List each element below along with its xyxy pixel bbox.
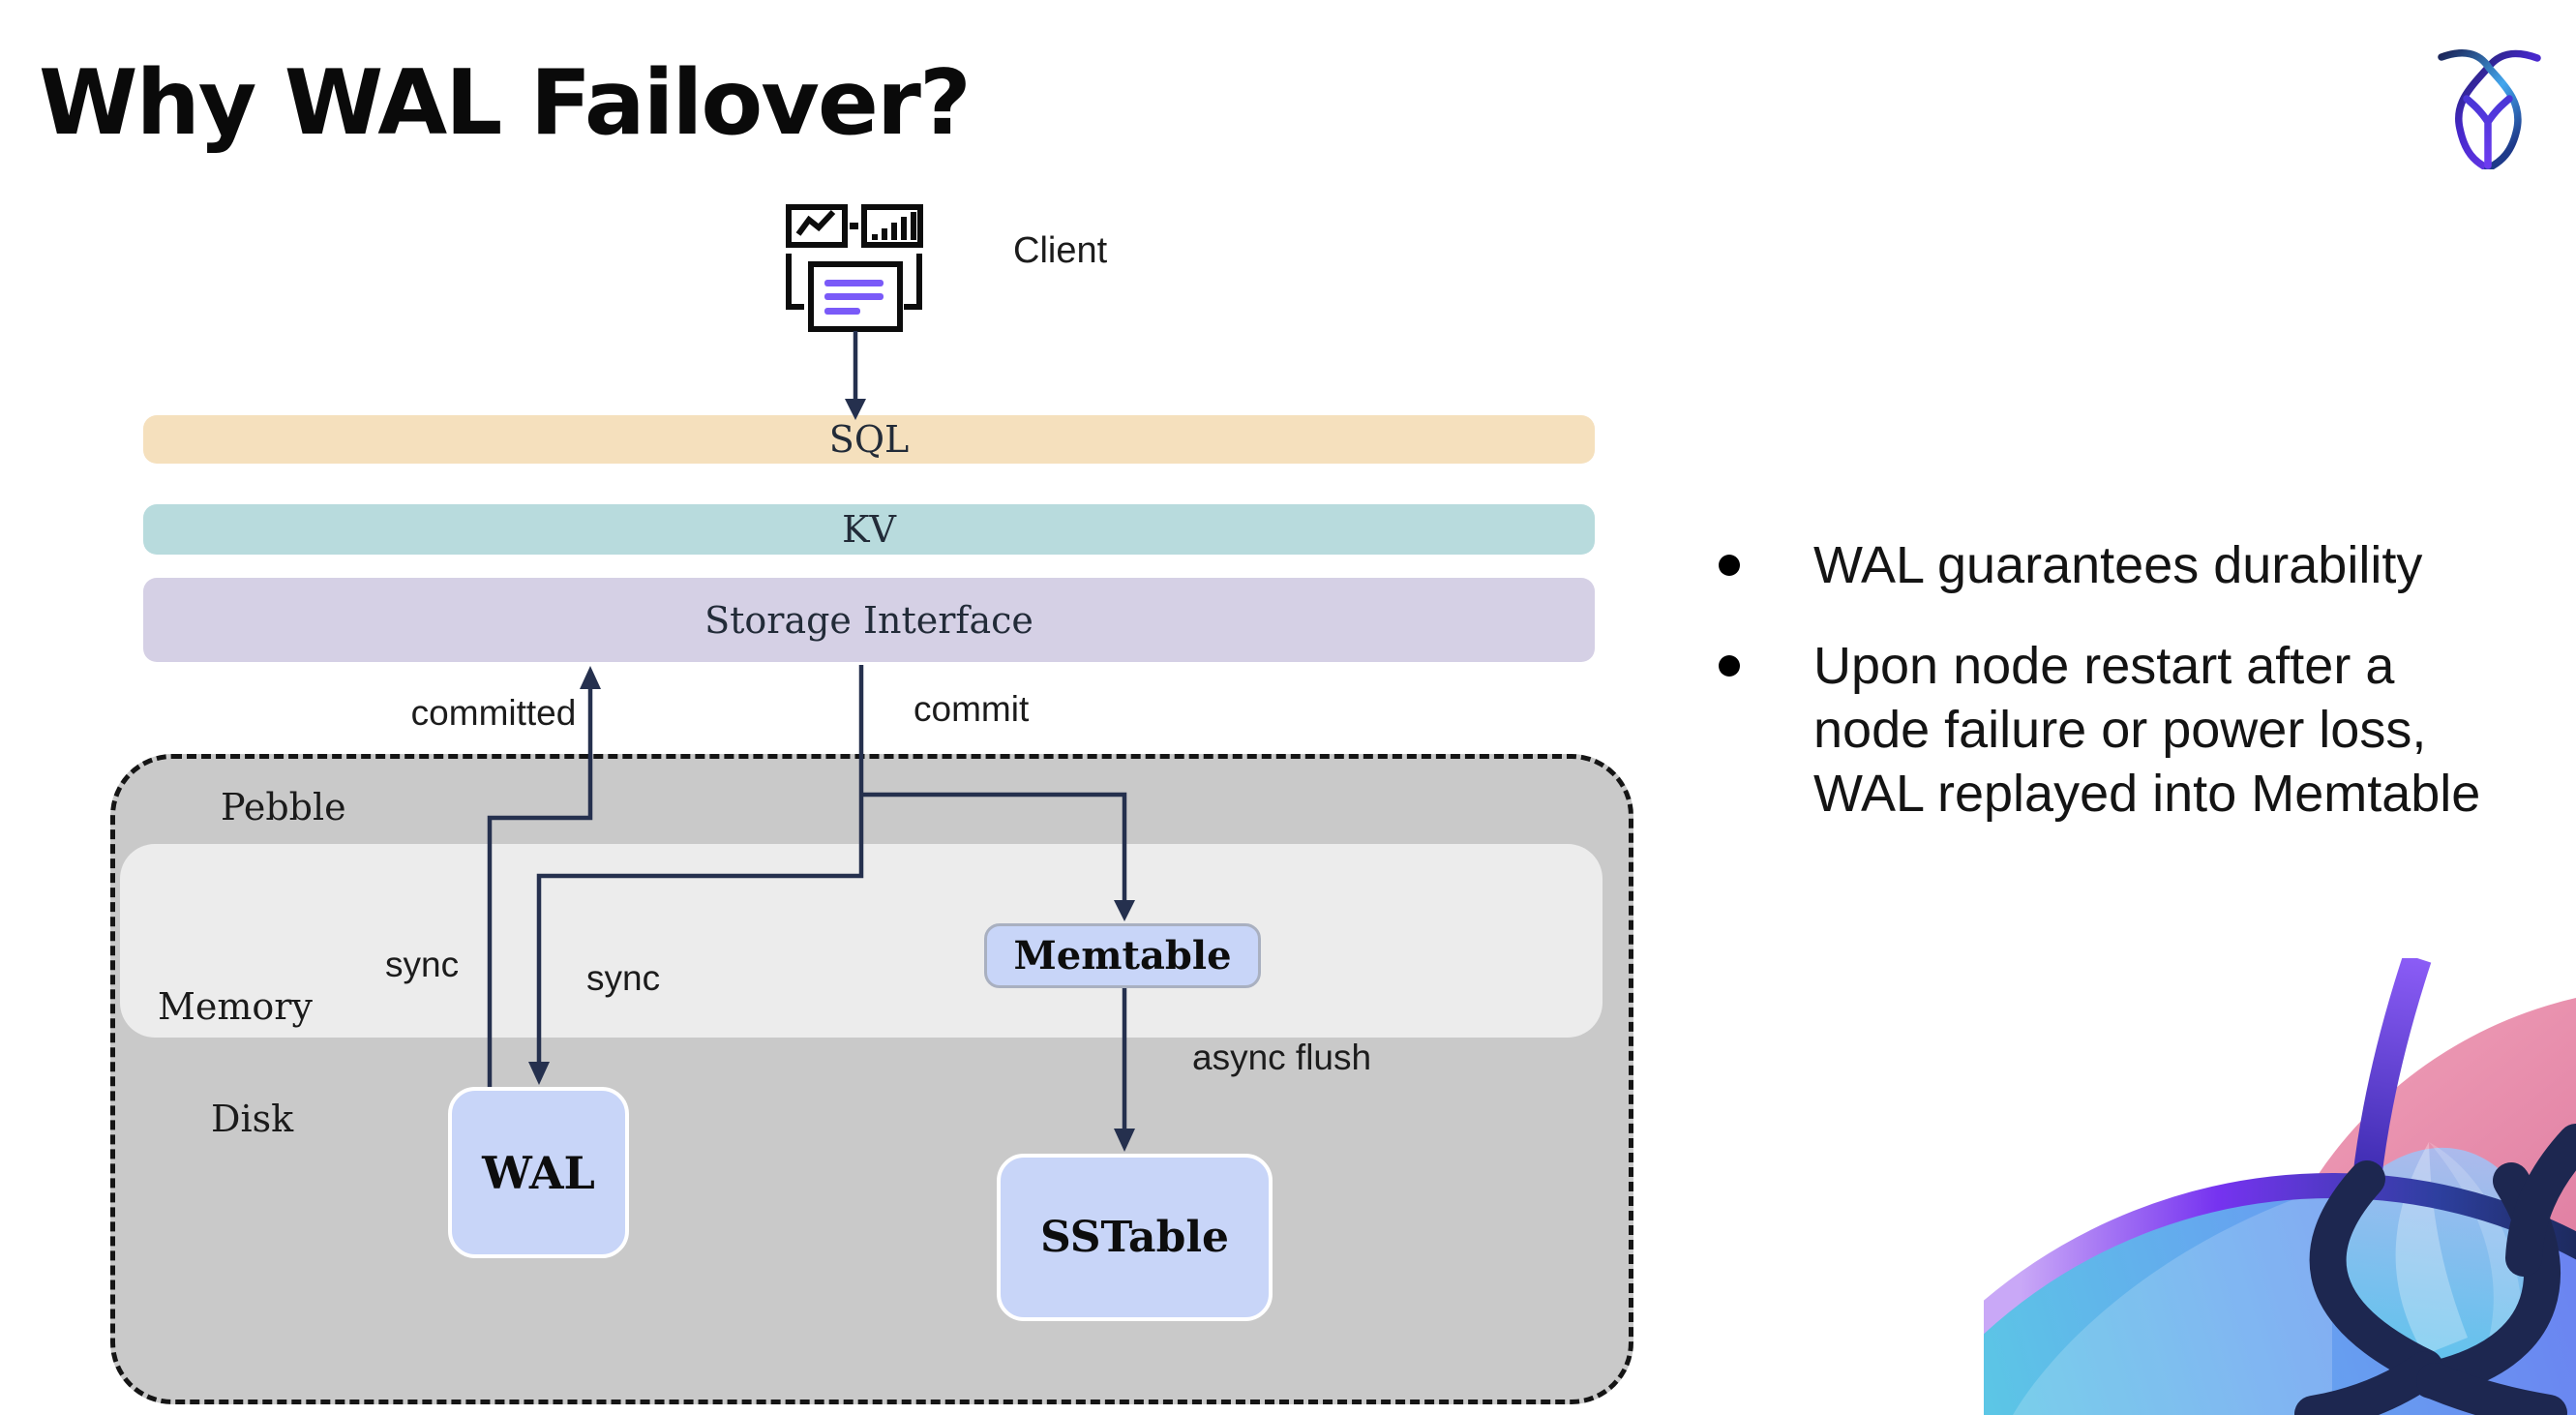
layer-sql-label: SQL bbox=[828, 418, 910, 461]
client-devices-icon bbox=[786, 204, 923, 332]
wal-label: WAL bbox=[482, 1146, 595, 1199]
edge-label-sync-commit: sync bbox=[586, 958, 661, 998]
roach-lens-left bbox=[2309, 1160, 2443, 1386]
cockroachdb-logo-icon bbox=[2438, 49, 2541, 169]
edge-label-sync-wal: sync bbox=[385, 945, 460, 984]
sphere-highlight bbox=[2013, 1186, 2332, 1415]
document-icon bbox=[808, 261, 903, 332]
roach-stem-right bbox=[2416, 1363, 2567, 1415]
layer-storage-interface: Storage Interface bbox=[143, 578, 1595, 662]
bullet-line: node failure or power loss, bbox=[1813, 701, 2427, 759]
brand-sphere-graphic bbox=[1984, 958, 2576, 1415]
layer-storage-label: Storage Interface bbox=[704, 598, 1033, 642]
lens-vein bbox=[2429, 1142, 2522, 1345]
memtable-node: Memtable bbox=[984, 923, 1261, 988]
layer-kv: KV bbox=[143, 504, 1595, 555]
memtable-label: Memtable bbox=[1013, 933, 1232, 978]
page-title: Why WAL Failover? bbox=[39, 50, 972, 155]
bar-chart-icon bbox=[861, 204, 923, 248]
roach-antenna bbox=[2352, 958, 2432, 1181]
chart-line-icon bbox=[786, 204, 848, 248]
bullet-line: WAL replayed into Memtable bbox=[1813, 765, 2481, 823]
memory-band bbox=[120, 844, 1603, 1038]
bullet-item: WAL guarantees durability bbox=[1711, 533, 2574, 597]
roach-stem-left bbox=[2294, 1351, 2443, 1415]
edge-label-async-flush: async flush bbox=[1192, 1038, 1372, 1077]
sstable-label: SSTable bbox=[1039, 1213, 1230, 1262]
pebble-label: Pebble bbox=[221, 786, 346, 828]
bullet-line: WAL guarantees durability bbox=[1813, 536, 2423, 594]
edge-label-committed: committed bbox=[410, 693, 577, 733]
sphere-band bbox=[1984, 1173, 2576, 1335]
disk-label: Disk bbox=[211, 1098, 294, 1140]
wal-node: WAL bbox=[448, 1087, 629, 1258]
roach-arc-right bbox=[2505, 1124, 2576, 1277]
window-brackets-icon bbox=[786, 254, 922, 310]
bullet-dot bbox=[1719, 655, 1740, 677]
memory-label: Memory bbox=[158, 985, 313, 1028]
layer-sql: SQL bbox=[143, 415, 1595, 464]
bullet-line: Upon node restart after a bbox=[1813, 637, 2395, 695]
edge-label-commit: commit bbox=[914, 689, 1030, 729]
client-label: Client bbox=[1013, 230, 1108, 271]
arrowhead-committed bbox=[580, 666, 601, 689]
bullet-item: Upon node restart after a node failure o… bbox=[1711, 634, 2574, 826]
dash-separator bbox=[850, 223, 858, 229]
bullet-dot bbox=[1719, 555, 1740, 576]
layer-kv-label: KV bbox=[842, 508, 896, 551]
sstable-node: SSTable bbox=[997, 1154, 1273, 1321]
